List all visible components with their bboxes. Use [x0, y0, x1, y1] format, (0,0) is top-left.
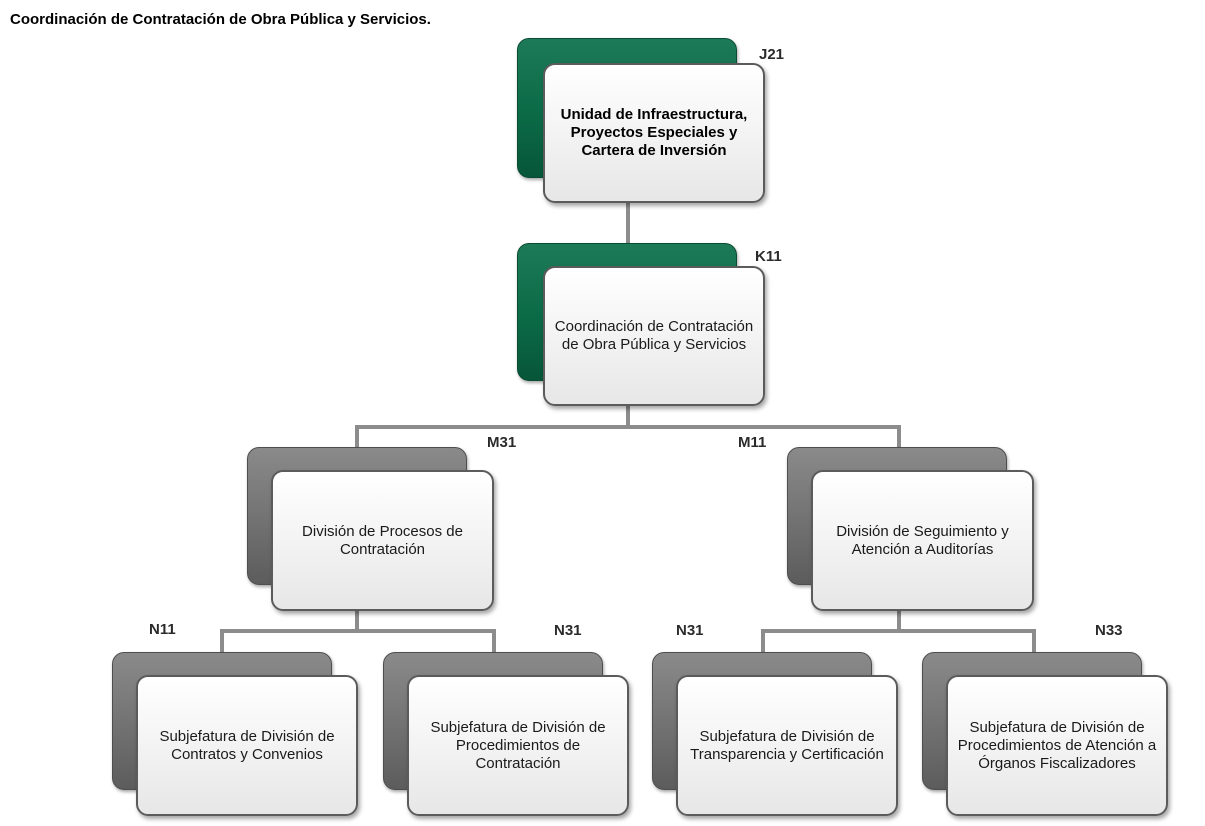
org-node-m11[interactable]: División de Seguimiento y Atención a Aud… — [787, 447, 1036, 613]
code-n33: N33 — [1095, 622, 1123, 639]
code-n31-transparencia: N31 — [676, 622, 704, 639]
node-label-n33: Subjefatura de División de Procedimiento… — [946, 675, 1168, 816]
code-k11: K11 — [755, 248, 782, 265]
code-n31-procedimientos: N31 — [554, 622, 582, 639]
node-label-n31-transparencia: Subjefatura de División de Transparencia… — [676, 675, 898, 816]
code-m31: M31 — [487, 434, 517, 451]
node-label-m31: División de Procesos de Contratación — [271, 470, 494, 611]
node-label-n11: Subjefatura de División de Contratos y C… — [136, 675, 358, 816]
org-node-n31-procedimientos[interactable]: Subjefatura de División de Procedimiento… — [383, 652, 631, 818]
page-title: Coordinación de Contratación de Obra Púb… — [10, 11, 431, 28]
org-node-n31-transparencia[interactable]: Subjefatura de División de Transparencia… — [652, 652, 900, 818]
node-label-m11: División de Seguimiento y Atención a Aud… — [811, 470, 1034, 611]
code-j21: J21 — [759, 46, 785, 63]
node-label-k11: Coordinación de Contratación de Obra Púb… — [543, 266, 765, 406]
org-node-m31[interactable]: División de Procesos de Contratación — [247, 447, 496, 613]
org-node-j21[interactable]: Unidad de Infraestructura, Proyectos Esp… — [517, 38, 767, 206]
node-label-j21: Unidad de Infraestructura, Proyectos Esp… — [543, 63, 765, 203]
org-node-n11[interactable]: Subjefatura de División de Contratos y C… — [112, 652, 360, 818]
code-m11: M11 — [738, 434, 767, 451]
org-node-k11[interactable]: Coordinación de Contratación de Obra Púb… — [517, 243, 767, 408]
node-label-n31-procedimientos: Subjefatura de División de Procedimiento… — [407, 675, 629, 816]
code-n11: N11 — [149, 621, 176, 638]
org-node-n33[interactable]: Subjefatura de División de Procedimiento… — [922, 652, 1170, 818]
